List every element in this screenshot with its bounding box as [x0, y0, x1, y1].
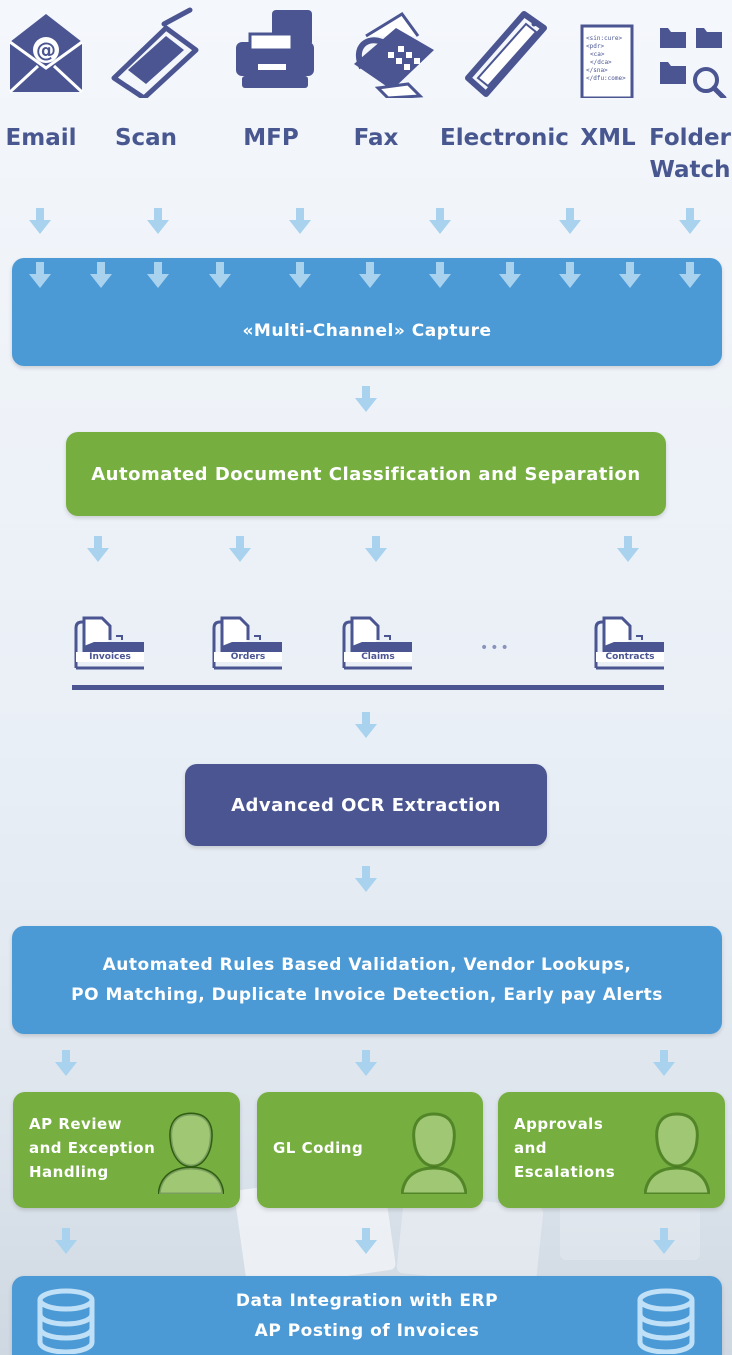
- flow-arrow-icon: [147, 208, 169, 234]
- flow-arrow-icon: [29, 208, 51, 234]
- role-approvals: Approvals and Escalations: [498, 1092, 725, 1208]
- scanner-icon: [108, 6, 200, 101]
- source-label-xml: XML: [580, 125, 636, 151]
- flow-arrow-icon: [209, 262, 231, 288]
- flow-arrow-icon: [679, 262, 701, 288]
- flow-arrow-icon: [355, 386, 377, 412]
- flow-arrow-icon: [355, 712, 377, 738]
- flow-arrow-icon: [55, 1228, 77, 1254]
- integration-line1: Data Integration with ERP: [235, 1290, 499, 1311]
- flow-arrow-icon: [653, 1228, 675, 1254]
- role-label: AP Review and Exception Handling: [29, 1115, 156, 1181]
- xml-document-icon: <sin:cure> <pdr> <ca> </dca> </sna> </df…: [578, 6, 670, 100]
- classification-box: Automated Document Classification and Se…: [66, 432, 666, 516]
- ocr-label: Advanced OCR Extraction: [231, 794, 501, 816]
- printer-icon: [228, 6, 320, 98]
- flow-arrow-icon: [429, 208, 451, 234]
- validation-box: Automated Rules Based Validation, Vendor…: [12, 926, 722, 1034]
- flow-arrow-icon: [29, 262, 51, 288]
- database-icon-left: [37, 1288, 95, 1354]
- role-ap-review: AP Review and Exception Handling: [13, 1092, 240, 1208]
- integration-line2: AP Posting of Invoices: [254, 1320, 480, 1341]
- svg-text:<sin:cure>: <sin:cure>: [586, 35, 623, 42]
- flow-arrow-icon: [355, 1228, 377, 1254]
- document-type-label: Contracts: [596, 652, 664, 662]
- ellipsis: •••: [480, 640, 511, 656]
- source-label-scan: Scan: [114, 125, 178, 151]
- svg-text:</sna>: </sna>: [586, 67, 608, 74]
- flow-arrow-icon: [617, 536, 639, 562]
- classification-label: Automated Document Classification and Se…: [91, 463, 641, 485]
- database-icon-right: [637, 1288, 695, 1354]
- document-types-baseline: [72, 685, 664, 690]
- role-label: GL Coding: [273, 1139, 364, 1157]
- flow-arrow-icon: [679, 208, 701, 234]
- flow-arrow-icon: [147, 262, 169, 288]
- flow-arrow-icon: [499, 262, 521, 288]
- document-type-label: Invoices: [76, 652, 144, 662]
- flow-arrow-icon: [355, 866, 377, 892]
- svg-text:<ca>: <ca>: [590, 51, 605, 58]
- source-label-fax: Fax: [353, 125, 399, 151]
- document-folder-icon: [592, 614, 668, 670]
- flow-arrow-icon: [87, 536, 109, 562]
- flow-arrow-icon: [365, 536, 387, 562]
- flow-arrow-icon: [355, 1050, 377, 1076]
- flow-arrow-icon: [359, 262, 381, 288]
- flow-arrow-icon: [653, 1050, 675, 1076]
- role-label: Approvals and Escalations: [514, 1115, 616, 1181]
- document-type-label: Orders: [214, 652, 282, 662]
- source-label-folder-watch: Folder Watch: [649, 125, 731, 183]
- source-label-mfp: MFP: [243, 125, 299, 151]
- svg-text:@: @: [36, 38, 56, 62]
- flow-arrow-icon: [90, 262, 112, 288]
- person-icon: [401, 1112, 467, 1194]
- person-icon: [158, 1112, 224, 1194]
- role-gl-coding: GL Coding: [257, 1092, 483, 1208]
- person-icon: [644, 1112, 710, 1194]
- document-folder-icon: [210, 614, 286, 670]
- validation-line1: Automated Rules Based Validation, Vendor…: [102, 955, 632, 975]
- flow-arrow-icon: [559, 262, 581, 288]
- folder-search-icon: [656, 6, 732, 101]
- validation-line2: PO Matching, Duplicate Invoice Detection…: [71, 985, 663, 1005]
- integration-box: Data Integration with ERP AP Posting of …: [12, 1276, 722, 1355]
- document-type-label: Claims: [344, 652, 412, 662]
- source-label-email: Email: [5, 125, 77, 151]
- tablet-icon: [464, 6, 556, 98]
- capture-box: «Multi-Channel» Capture: [12, 258, 722, 366]
- svg-text:<pdr>: <pdr>: [586, 43, 604, 50]
- flow-arrow-icon: [559, 208, 581, 234]
- flow-arrow-icon: [429, 262, 451, 288]
- svg-text:</dfu:come>: </dfu:come>: [586, 75, 626, 82]
- fax-icon: [348, 6, 440, 100]
- capture-label: «Multi-Channel» Capture: [242, 321, 492, 341]
- email-icon: @: [6, 6, 98, 98]
- flow-arrow-icon: [55, 1050, 77, 1076]
- flow-arrow-icon: [289, 262, 311, 288]
- source-label-electronic: Electronic: [440, 125, 569, 151]
- flow-arrow-icon: [289, 208, 311, 234]
- flow-arrow-icon: [229, 536, 251, 562]
- flow-arrow-icon: [619, 262, 641, 288]
- svg-text:</dca>: </dca>: [590, 59, 612, 66]
- ocr-box: Advanced OCR Extraction: [185, 764, 547, 846]
